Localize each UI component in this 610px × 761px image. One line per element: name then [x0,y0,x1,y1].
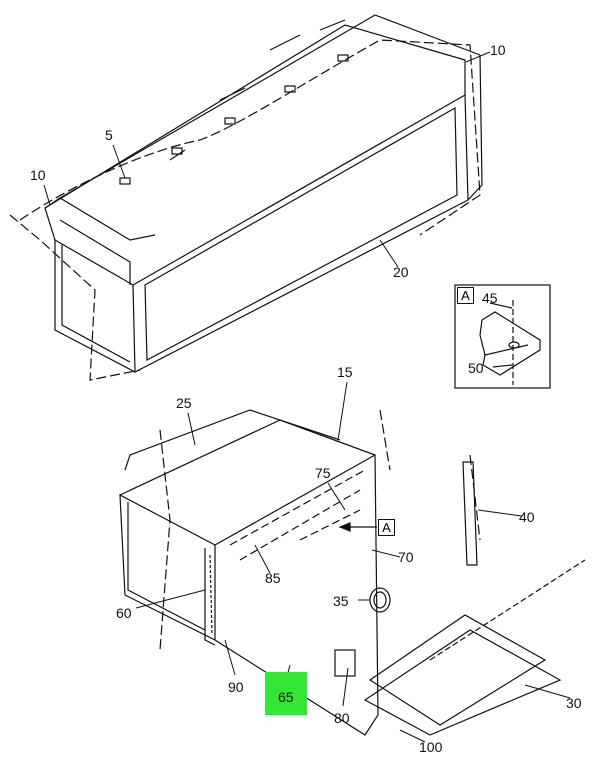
callout-10-left[interactable]: 10 [30,167,46,183]
callout-25[interactable]: 25 [176,395,192,411]
detail-reference-a[interactable]: A [378,519,395,536]
callout-75[interactable]: 75 [315,465,331,481]
callout-15[interactable]: 15 [337,364,353,380]
callout-20[interactable]: 20 [393,264,409,280]
lower-enclosure [119,409,586,736]
callout-30[interactable]: 30 [566,695,582,711]
callout-70[interactable]: 70 [398,549,414,565]
highlighted-part-box [265,672,307,715]
callout-80[interactable]: 80 [334,710,350,726]
callout-5[interactable]: 5 [105,127,113,143]
callout-100[interactable]: 100 [419,739,443,755]
upper-enclosure [9,14,483,381]
callout-90[interactable]: 90 [228,679,244,695]
callout-65[interactable]: 65 [278,689,294,705]
callout-45[interactable]: 45 [482,290,498,306]
callout-60[interactable]: 60 [116,605,132,621]
callout-40[interactable]: 40 [519,509,535,525]
detail-view-a [454,284,551,389]
detail-view-label: A [457,287,474,304]
callout-35[interactable]: 35 [333,593,349,609]
leader-lines [43,51,571,743]
callout-85[interactable]: 85 [265,570,281,586]
callout-10-top[interactable]: 10 [490,42,506,58]
callout-50[interactable]: 50 [468,360,484,376]
